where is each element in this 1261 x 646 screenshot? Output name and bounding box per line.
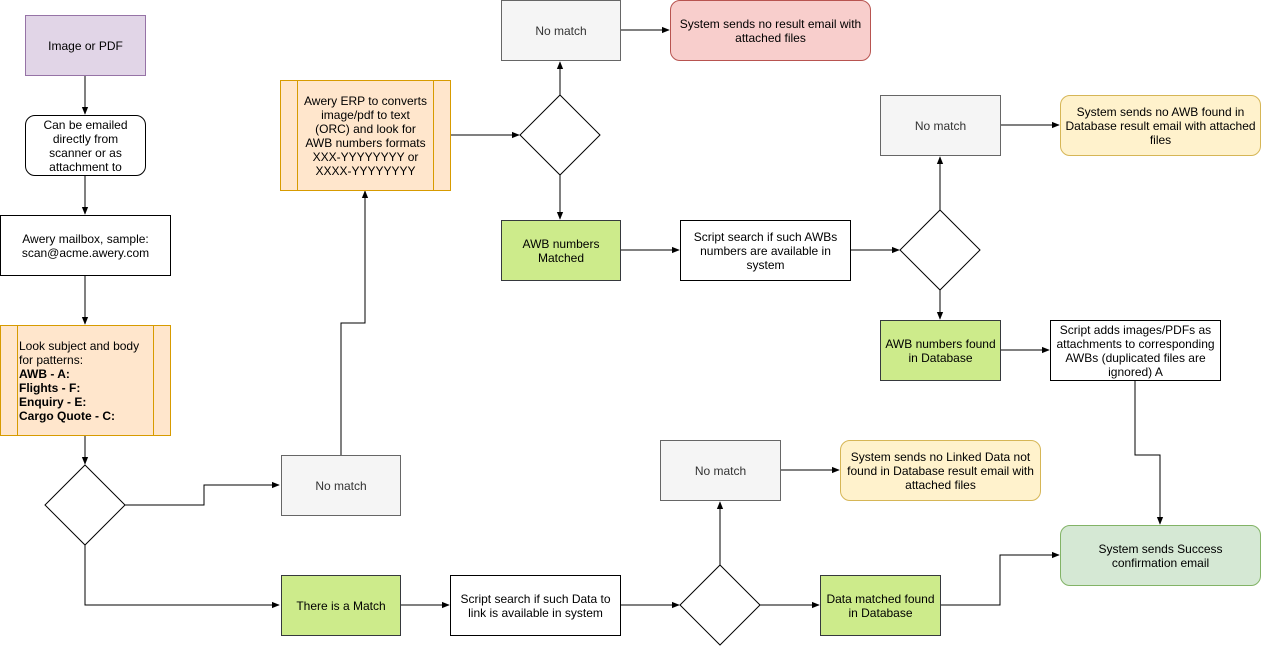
decision-data-db: [679, 564, 761, 646]
look-subject-intro: Look subject and body for patterns:: [19, 338, 140, 367]
pattern-awb: AWB - A:: [19, 366, 70, 381]
node-success-email: System sends Success confirmation email: [1060, 525, 1261, 586]
node-no-match-2: No match: [660, 440, 781, 501]
node-awery-erp: Awery ERP to converts image/pdf to text …: [280, 80, 451, 191]
decision-patterns: [44, 464, 126, 546]
pattern-enquiry: Enquiry - E:: [19, 394, 87, 409]
node-no-match-1: No match: [281, 455, 401, 516]
pattern-flights: Flights - F:: [19, 380, 81, 395]
node-data-matched: Data matched found in Database: [820, 575, 941, 636]
node-no-match-4: No match: [880, 95, 1001, 156]
node-awb-found: AWB numbers found in Database: [880, 320, 1001, 381]
node-emailed: Can be emailed directly from scanner or …: [25, 115, 146, 176]
node-no-awb-email: System sends no AWB found in Database re…: [1060, 95, 1261, 156]
edge-decision-to-nomatch1: [125, 481, 280, 506]
node-awb-matched: AWB numbers Matched: [501, 220, 621, 281]
node-no-match-3: No match: [501, 0, 621, 61]
decision-awb-format: [519, 94, 601, 176]
edge-scriptadds-to-success: [1134, 380, 1164, 525]
pattern-cargo-quote: Cargo Quote - C:: [19, 408, 115, 423]
node-mailbox: Awery mailbox, sample: scan@acme.awery.c…: [0, 215, 171, 276]
node-script-search-data: Script search if such Data to link is av…: [450, 575, 621, 636]
edge-datamatched-to-success: [940, 551, 1060, 606]
node-there-is-match: There is a Match: [281, 575, 401, 636]
node-no-result-email: System sends no result email with attach…: [670, 0, 871, 61]
node-script-search-awb: Script search if such AWBs numbers are a…: [680, 220, 851, 281]
node-no-linked-data-email: System sends no Linked Data not found in…: [840, 440, 1041, 501]
node-image-or-pdf: Image or PDF: [25, 15, 146, 76]
node-look-subject: Look subject and body for patterns: AWB …: [0, 325, 171, 436]
decision-awb-db: [899, 209, 981, 291]
edge-nomatch1-to-erp: [340, 190, 369, 455]
edge-decision-to-match: [84, 545, 280, 609]
node-script-adds: Script adds images/PDFs as attachments t…: [1050, 320, 1221, 381]
